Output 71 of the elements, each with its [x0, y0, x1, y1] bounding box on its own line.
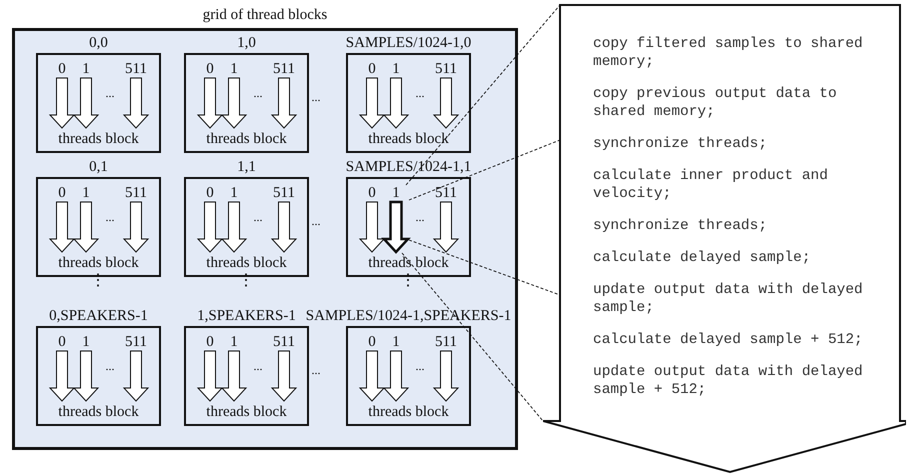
thread-number: 0 — [368, 334, 376, 350]
thread-number: 1 — [392, 61, 400, 77]
block-caption: threads block — [205, 131, 288, 147]
block-label: SAMPLES/1024-1,1 — [346, 159, 472, 175]
block-caption: threads block — [57, 131, 140, 147]
block-label: 0,0 — [89, 35, 108, 51]
thread-number: 0 — [58, 61, 66, 77]
code-statement: update output data with delayed sample; — [593, 281, 863, 317]
block-caption: threads block — [57, 255, 140, 271]
block-caption: threads block — [205, 404, 288, 420]
thread-number: 0 — [58, 185, 66, 201]
thread-number: 0 — [368, 185, 376, 201]
block-caption: threads block — [367, 255, 450, 271]
ellipsis: ... — [416, 85, 424, 101]
code-statement: copy filtered samples to shared memory; — [593, 35, 863, 71]
code-statement: calculate inner product and velocity; — [593, 167, 829, 203]
thread-number: 511 — [273, 61, 295, 77]
thread-number: 1 — [230, 185, 238, 201]
leader-line — [408, 240, 560, 296]
thread-number: 511 — [435, 185, 457, 201]
thread-number: 1 — [82, 61, 90, 77]
ellipsis: ... — [106, 209, 114, 225]
leader-line — [402, 252, 544, 422]
thread-number: 1 — [392, 334, 400, 350]
thread-number: 511 — [125, 61, 147, 77]
thread-number: 1 — [230, 334, 238, 350]
thread-number: 511 — [125, 334, 147, 350]
code-statement: synchronize threads; — [593, 217, 768, 235]
ellipsis: ... — [416, 358, 424, 374]
ellipsis: ... — [106, 85, 114, 101]
thread-number: 511 — [273, 334, 295, 350]
thread-number: 0 — [58, 334, 66, 350]
leader-line — [406, 4, 560, 186]
block-caption: threads block — [205, 255, 288, 271]
ellipsis: ... — [312, 89, 320, 105]
leader-line — [408, 140, 560, 200]
ellipsis: ... — [416, 209, 424, 225]
thread-number: 0 — [206, 61, 214, 77]
block-caption: threads block — [367, 404, 450, 420]
thread-number: 511 — [435, 61, 457, 77]
thread-number: 1 — [230, 61, 238, 77]
block-label: 1,SPEAKERS-1 — [197, 308, 296, 324]
block-label: SAMPLES/1024-1,0 — [346, 35, 472, 51]
ellipsis: ... — [106, 358, 114, 374]
ellipsis: ... — [254, 209, 262, 225]
block-label: 0,SPEAKERS-1 — [49, 308, 148, 324]
code-statement: calculate delayed sample + 512; — [593, 331, 863, 349]
block-label: 1,0 — [237, 35, 256, 51]
block-label: SAMPLES/1024-1,SPEAKERS-1 — [306, 308, 512, 324]
ellipsis: ... — [254, 358, 262, 374]
code-statement: update output data with delayed sample + 512; — [593, 363, 863, 399]
block-caption: threads block — [367, 131, 450, 147]
grid-title: grid of thread blocks — [202, 7, 328, 23]
thread-number: 0 — [368, 61, 376, 77]
thread-number: 0 — [206, 185, 214, 201]
code-statement: calculate delayed sample; — [593, 249, 812, 267]
block-label: 1,1 — [237, 159, 256, 175]
thread-number: 511 — [273, 185, 295, 201]
code-statement: copy previous output data to shared memory; — [593, 85, 838, 121]
thread-number: 1 — [392, 185, 400, 201]
thread-number: 511 — [125, 185, 147, 201]
thread-number: 0 — [206, 334, 214, 350]
thread-number: 511 — [435, 334, 457, 350]
block-caption: threads block — [57, 404, 140, 420]
ellipsis: ... — [254, 85, 262, 101]
thread-number: 1 — [82, 185, 90, 201]
ellipsis: ... — [312, 362, 320, 378]
ellipsis: ... — [312, 213, 320, 229]
block-label: 0,1 — [89, 159, 108, 175]
thread-number: 1 — [82, 334, 90, 350]
code-statement: synchronize threads; — [593, 135, 768, 153]
